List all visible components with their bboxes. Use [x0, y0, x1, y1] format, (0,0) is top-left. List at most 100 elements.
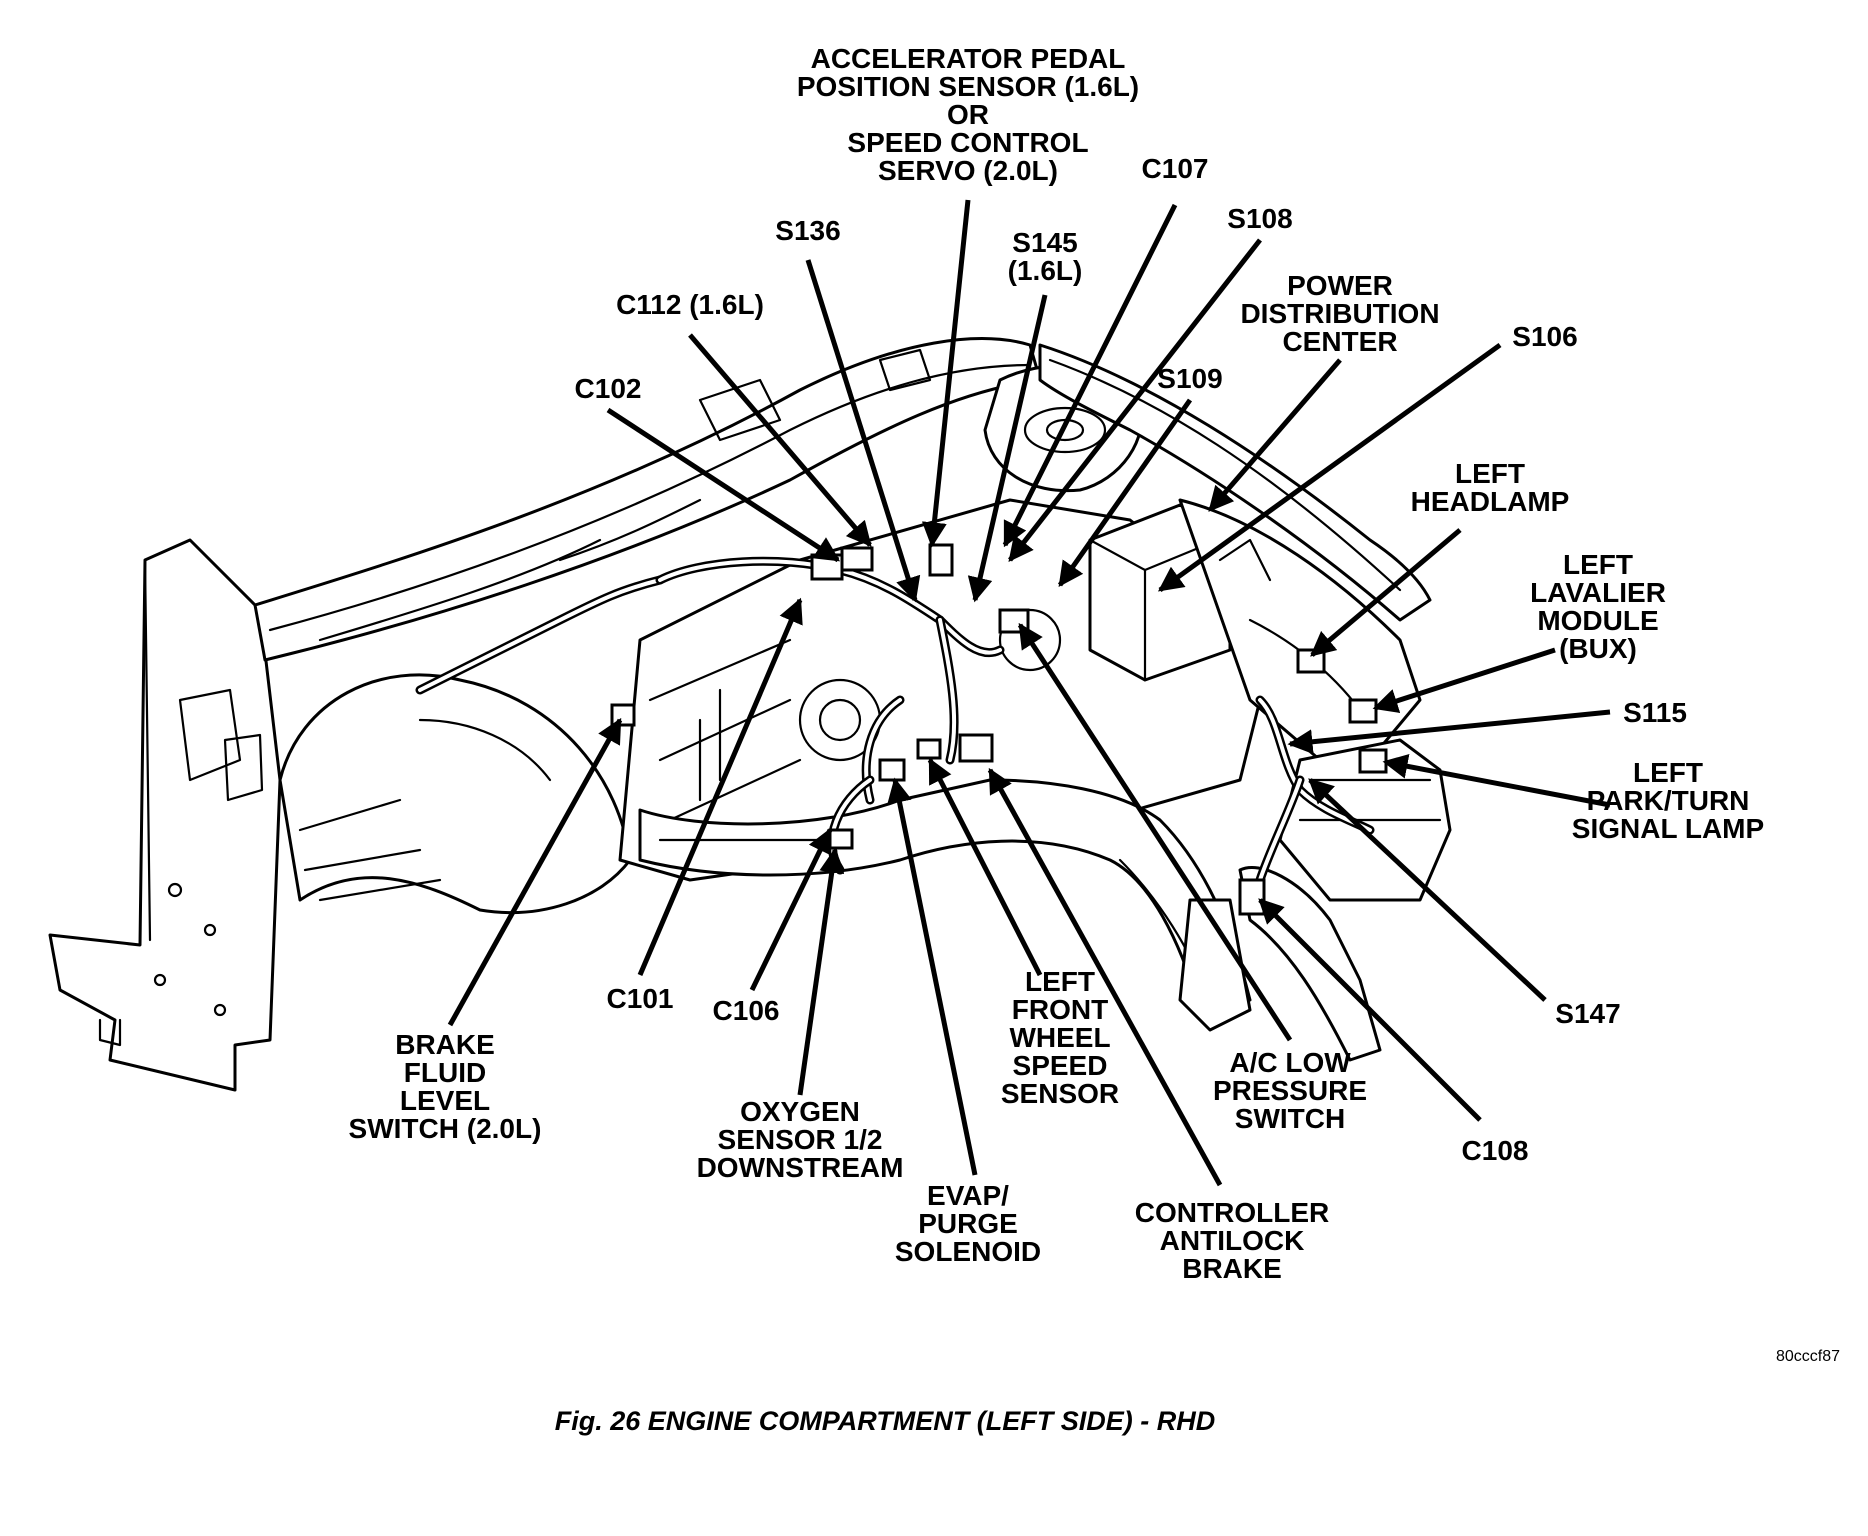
connector-park-turn [1358, 748, 1388, 774]
label-lavalier-line: (BUX) [1559, 633, 1637, 664]
leader-park-turn [1382, 753, 1611, 808]
label-accelerator-line: POSITION SENSOR (1.6L) [797, 71, 1139, 102]
label-s106: S106 [1512, 321, 1577, 352]
label-c108: C108 [1462, 1135, 1529, 1166]
leader-c112 [688, 333, 872, 547]
label-ac-low-line: SWITCH [1235, 1103, 1345, 1134]
leader-s106 [1157, 342, 1502, 593]
leader-wheel-speed [927, 757, 1043, 977]
connector-wheel-speed [916, 738, 942, 760]
label-wheel-speed-line: SENSOR [1001, 1078, 1119, 1109]
label-s136: S136 [775, 215, 840, 246]
label-brake-fluid-line: FLUID [404, 1057, 486, 1088]
leader-s145 [967, 294, 1048, 603]
label-s145-line: S145 [1012, 227, 1077, 258]
label-s109: S109 [1157, 363, 1222, 394]
a-pillar-panel [48, 538, 282, 1092]
leader-c102 [606, 407, 841, 563]
leader-s108 [1008, 238, 1262, 562]
leader-lavalier [1372, 647, 1556, 713]
connector-servo [928, 543, 954, 577]
leader-oxygen [797, 847, 845, 1096]
label-lavalier-line: LEFT [1563, 549, 1633, 580]
vehicle-line-art [48, 337, 1452, 1092]
label-c102-line: C102 [575, 373, 642, 404]
label-lavalier-line: MODULE [1537, 605, 1658, 636]
label-lavalier-line: LAVALIER [1530, 577, 1666, 608]
power-distribution-center-box [1088, 503, 1232, 682]
label-s147: S147 [1555, 998, 1620, 1029]
label-s115: S115 [1623, 697, 1687, 728]
label-c107-line: C107 [1142, 153, 1209, 184]
connector-c106 [878, 758, 906, 782]
label-accelerator-line: SERVO (2.0L) [878, 155, 1058, 186]
connector-c108 [1238, 878, 1266, 916]
leader-left-headlamp [1310, 528, 1462, 657]
leader-brake-fluid [447, 717, 623, 1027]
leader-lines [447, 199, 1611, 1187]
label-oxygen-line: SENSOR 1/2 [718, 1124, 883, 1155]
label-c102: C102 [575, 373, 642, 404]
label-s147-line: S147 [1555, 998, 1620, 1029]
label-s115-line: S115 [1623, 697, 1687, 728]
leader-s115 [1287, 709, 1611, 755]
label-pdc-line: CENTER [1282, 326, 1397, 357]
label-c106: C106 [713, 995, 780, 1026]
label-c107: C107 [1142, 153, 1209, 184]
label-c106-line: C106 [713, 995, 780, 1026]
label-s106-line: S106 [1512, 321, 1577, 352]
leader-evap [887, 777, 978, 1176]
leader-c106 [749, 827, 833, 992]
leader-c107 [1002, 203, 1178, 548]
leader-s109 [1057, 398, 1193, 588]
label-c108-line: C108 [1462, 1135, 1529, 1166]
label-s108: S108 [1227, 203, 1292, 234]
label-abs-line: CONTROLLER [1135, 1197, 1329, 1228]
label-oxygen-line: OXYGEN [740, 1096, 860, 1127]
label-s145-line: (1.6L) [1008, 255, 1083, 286]
connector-lavalier [1348, 698, 1378, 724]
label-brake-fluid-line: SWITCH (2.0L) [349, 1113, 542, 1144]
label-c112-line: C112 (1.6L) [616, 289, 764, 320]
leader-s147 [1308, 778, 1547, 1002]
label-park-turn-line: PARK/TURN [1587, 785, 1750, 816]
label-left-headlamp-line: HEADLAMP [1411, 486, 1570, 517]
label-evap-line: PURGE [918, 1208, 1018, 1239]
label-wheel-speed-line: FRONT [1012, 994, 1108, 1025]
label-s136-line: S136 [775, 215, 840, 246]
leader-accelerator [921, 199, 971, 548]
label-abs-line: BRAKE [1182, 1253, 1282, 1284]
label-accelerator-line: SPEED CONTROL [847, 127, 1088, 158]
label-wheel-speed-line: WHEEL [1009, 1022, 1110, 1053]
figure-caption: Fig. 26 ENGINE COMPARTMENT (LEFT SIDE) -… [555, 1406, 1216, 1436]
label-wheel-speed-line: LEFT [1025, 966, 1095, 997]
label-s109-line: S109 [1157, 363, 1222, 394]
label-brake-fluid-line: LEVEL [400, 1085, 490, 1116]
connector-brake-fluid [610, 703, 636, 727]
label-s145: S145(1.6L) [1008, 227, 1083, 286]
label-c101: C101 [607, 983, 674, 1014]
leader-ac-low [1017, 622, 1293, 1042]
figure-reference-code: 80cccf87 [1776, 1348, 1840, 1365]
label-pdc-line: POWER [1287, 270, 1393, 301]
label-brake-fluid-line: BRAKE [395, 1029, 495, 1060]
label-oxygen-line: DOWNSTREAM [697, 1152, 904, 1183]
leader-s136 [805, 259, 921, 603]
label-abs-line: ANTILOCK [1160, 1225, 1305, 1256]
label-c112: C112 (1.6L) [616, 289, 764, 320]
label-c101-line: C101 [607, 983, 674, 1014]
label-accelerator-line: OR [947, 99, 989, 130]
